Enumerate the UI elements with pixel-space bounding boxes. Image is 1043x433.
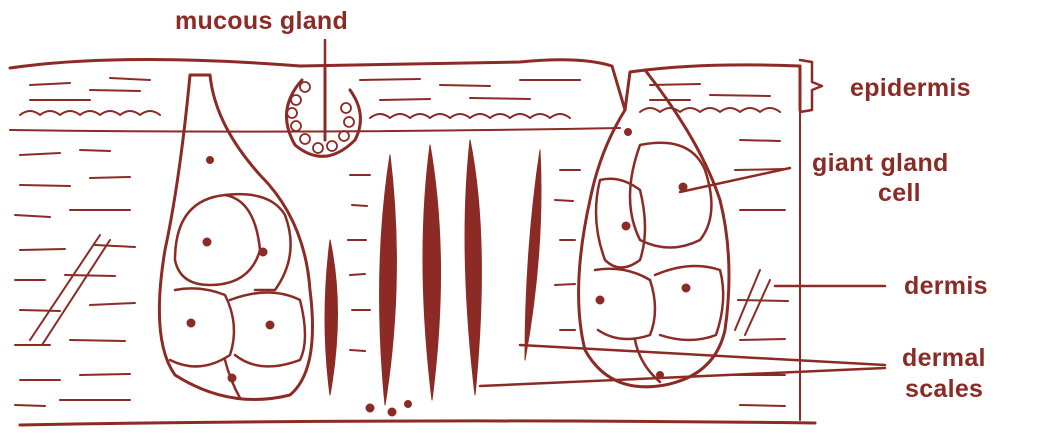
dermal-scales-leader-upper: [520, 345, 885, 365]
tissue-bottom-line: [20, 421, 815, 425]
epidermis-brace: [800, 60, 822, 112]
dermal-scales-leader-lower: [480, 368, 885, 386]
label-epidermis: epidermis: [850, 74, 971, 102]
left-gland-cells: [170, 194, 305, 398]
giant-gland-cell-leader: [680, 168, 790, 192]
label-dermal-scales-line1: dermal: [902, 344, 986, 372]
label-giant-gland-cell-line2: cell: [878, 179, 921, 207]
dermal-scale: [423, 145, 441, 400]
label-dermal-scales-line2: scales: [905, 375, 983, 403]
label-mucous-gland: mucous gland: [175, 7, 348, 35]
dermal-scale: [380, 155, 397, 405]
label-giant-gland-cell-line1: giant gland: [812, 149, 949, 177]
mucous-gland-cells: [287, 82, 354, 153]
left-gland-nuclei: [188, 158, 273, 382]
dermal-scale: [325, 240, 338, 395]
mucous-gland-outline: [286, 80, 360, 156]
dermal-scale: [525, 150, 541, 360]
dermis-texture: [15, 140, 788, 406]
tissue-top-outline: [10, 59, 625, 110]
epidermis-base-line: [10, 128, 620, 132]
epidermis-right-block: [625, 65, 800, 110]
epidermis-cell-row: [20, 108, 780, 118]
right-gland-cells: [595, 143, 723, 382]
label-dermis: dermis: [904, 272, 988, 300]
debris-dots: [367, 402, 411, 416]
dermal-scales: [325, 140, 541, 405]
dermal-scale: [465, 140, 481, 395]
